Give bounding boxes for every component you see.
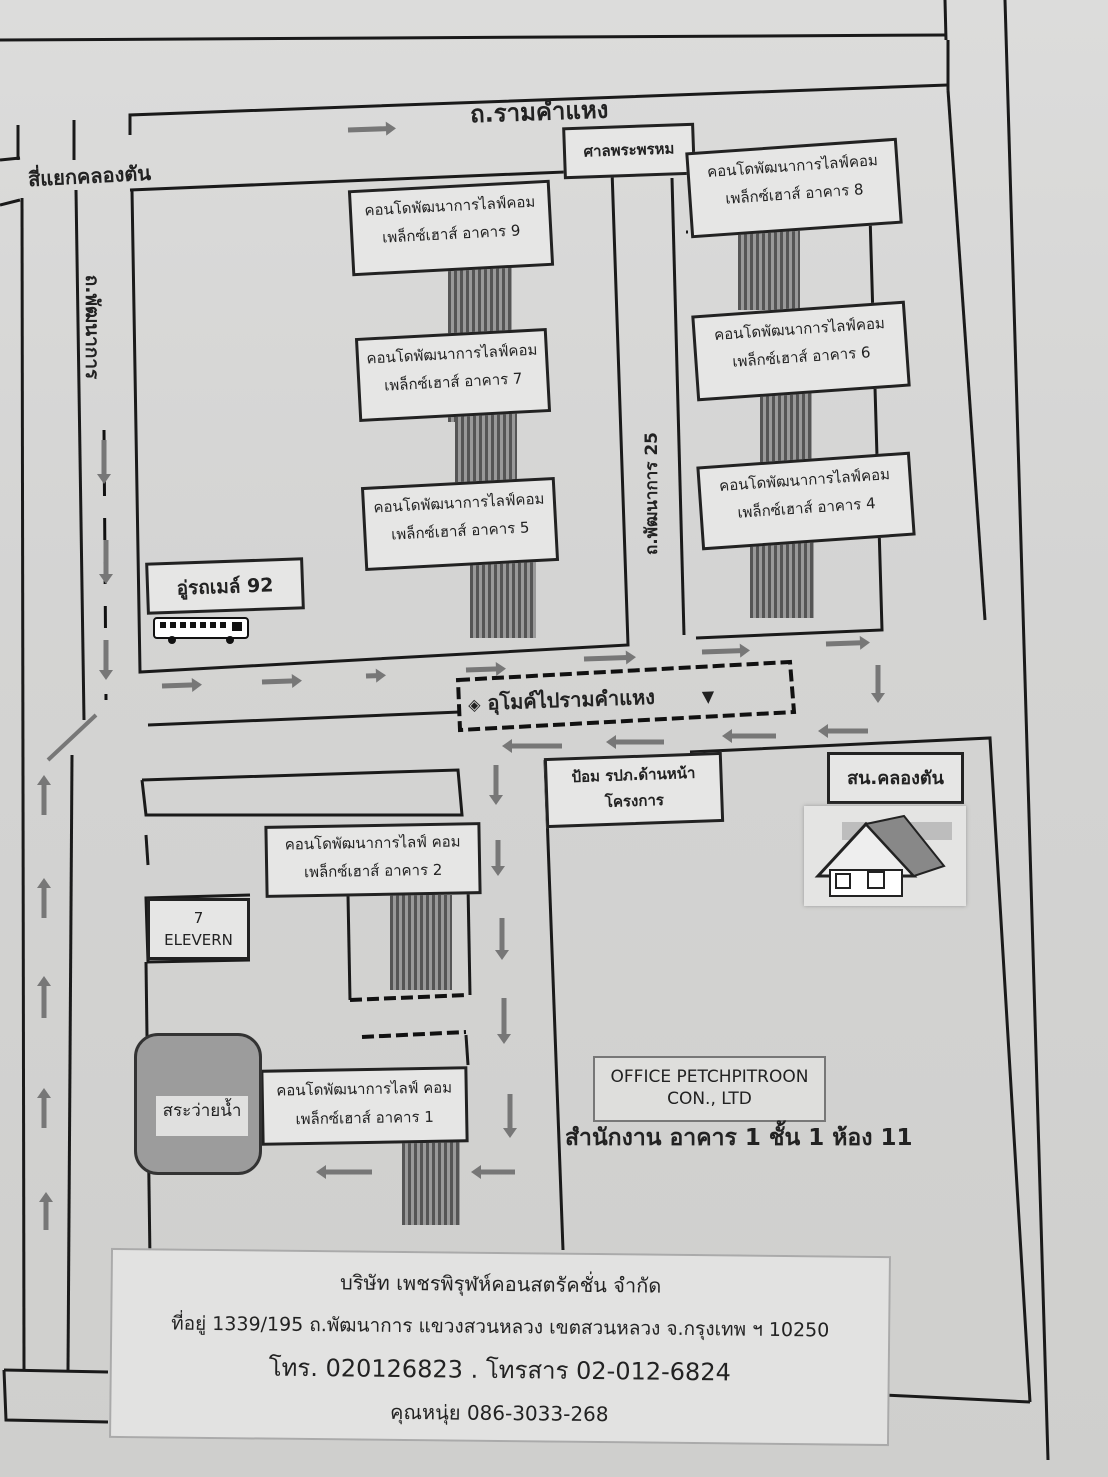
- company-address: ที่อยู่ 1339/195 ถ.พัฒนาการ แขวงสวนหลวง …: [171, 1312, 830, 1342]
- building-9-label: คอนโดพัฒนาการไลฟ์คอม เพล็กซ์เฮาส์ อาคาร …: [347, 179, 555, 277]
- arrow-icon: [497, 998, 511, 1044]
- road-phatthanakan: ถ.พัฒนาการ: [81, 274, 104, 380]
- arrow-icon: [502, 739, 562, 753]
- company-name: บริษัท เพชรพิรุฬห์คอนสตรัคชั่น จำกัด: [339, 1270, 662, 1298]
- arrow-icon: [818, 724, 868, 738]
- tunnel-marker-icon: ◈: [467, 694, 481, 715]
- arrow-icon: [161, 677, 202, 692]
- arrow-icon: [471, 1165, 515, 1179]
- arrow-icon: [39, 1192, 53, 1230]
- seven-eleven-number: 7: [193, 909, 204, 927]
- shrine-text: ศาลพระพรหม: [583, 139, 675, 161]
- arrow-icon: [825, 635, 870, 650]
- building-4-label: คอนโดพัฒนาการไลฟ์คอม เพล็กซ์เฮาส์ อาคาร …: [696, 451, 916, 551]
- arrow-icon: [37, 1088, 51, 1128]
- building-2-name: คอนโดพัฒนาการไลฟ์ คอม: [284, 832, 461, 854]
- house-icon-frame: [804, 806, 966, 906]
- company-contact: คุณหนุ่ย 086-3033-268: [389, 1399, 609, 1427]
- arrow-icon: [503, 1094, 517, 1138]
- arrow-icon: [495, 918, 509, 960]
- arrow-icon: [347, 121, 396, 136]
- building-5-label: คอนโดพัฒนาการไลฟ์คอม เพล็กซ์เฮาส์ อาคาร …: [360, 476, 560, 572]
- police-box-label: ป้อม รปภ.ด้านหน้า โครงการ: [543, 751, 725, 829]
- building-1-name: คอนโดพัฒนาการไลฟ์ คอม: [276, 1078, 453, 1100]
- building-icon: [760, 390, 812, 462]
- shrine-label: ศาลพระพรหม: [562, 122, 696, 180]
- company-info-box: บริษัท เพชรพิรุฬห์คอนสตรัคชั่น จำกัด ที่…: [109, 1247, 891, 1447]
- arrow-icon: [871, 665, 885, 703]
- bus-icon: [153, 617, 249, 644]
- arrow-down-icon: ▼: [701, 686, 715, 707]
- seven-eleven-label: 7 ELEVERN: [147, 898, 250, 960]
- office-name-box: OFFICE PETCHPITROON CON., LTD: [593, 1056, 826, 1122]
- arrow-icon: [37, 775, 51, 815]
- arrow-icon: [722, 729, 776, 743]
- arrow-icon: [583, 650, 636, 665]
- pool-label: สระว่ายน้ำ: [156, 1096, 248, 1136]
- arrow-icon: [701, 643, 750, 658]
- arrow-icon: [491, 840, 505, 876]
- building-icon: [402, 1140, 460, 1225]
- arrow-icon: [316, 1165, 372, 1179]
- road-phatthanakan-25: ถ.พัฒนาการ 25: [642, 431, 663, 556]
- company-phone: โทร. 020126823 . โทรสาร 02-012-6824: [268, 1353, 731, 1387]
- building-icon: [738, 225, 800, 310]
- building-2-number: เพล็กซ์เฮาส์ อาคาร 2: [303, 860, 443, 882]
- police-station-text: สน.คลองตัน: [847, 768, 944, 789]
- arrow-icon: [365, 668, 386, 683]
- office-location: สำนักงาน อาคาร 1 ชั้น 1 ห้อง 11: [565, 1125, 913, 1151]
- arrow-icon: [97, 440, 111, 484]
- arrow-icon: [489, 765, 503, 805]
- building-2-label: คอนโดพัฒนาการไลฟ์ คอม เพล็กซ์เฮาส์ อาคาร…: [264, 822, 482, 898]
- arrow-icon: [261, 673, 302, 688]
- building-7-label: คอนโดพัฒนาการไลฟ์คอม เพล็กซ์เฮาส์ อาคาร …: [354, 328, 552, 422]
- arrow-icon: [37, 976, 51, 1018]
- bus-depot-label: อู่รถเมล์ 92: [145, 557, 305, 615]
- building-1-number: เพล็กซ์เฮาส์ อาคาร 1: [295, 1107, 435, 1129]
- road-khlongton-junction: สี่แยกคลองตัน: [27, 160, 152, 192]
- office-name-line2: CON., LTD: [667, 1089, 752, 1109]
- tunnel-text: อุโมค์ไปรามคำแหง: [486, 684, 656, 715]
- arrow-icon: [606, 735, 664, 749]
- arrow-icon: [99, 540, 113, 584]
- building-icon: [390, 895, 452, 990]
- arrow-icon: [99, 640, 113, 680]
- building-1-label: คอนโดพัฒนาการไลฟ์ คอม เพล็กซ์เฮาส์ อาคาร…: [260, 1066, 469, 1146]
- building-8-label: คอนโดพัฒนาการไลฟ์คอม เพล็กซ์เฮาส์ อาคาร …: [685, 137, 903, 239]
- office-name-line1: OFFICE PETCHPITROON: [610, 1067, 809, 1087]
- arrow-icon: [465, 661, 506, 676]
- house-icon: [814, 814, 952, 897]
- building-icon: [750, 540, 814, 618]
- arrow-icon: [37, 878, 51, 918]
- bus-depot-text: อู่รถเมล์ 92: [176, 574, 274, 600]
- police-station-label: สน.คลองตัน: [827, 752, 964, 804]
- seven-eleven-name: ELEVERN: [164, 931, 233, 949]
- building-6-label: คอนโดพัฒนาการไลฟ์คอม เพล็กซ์เฮาส์ อาคาร …: [691, 300, 911, 402]
